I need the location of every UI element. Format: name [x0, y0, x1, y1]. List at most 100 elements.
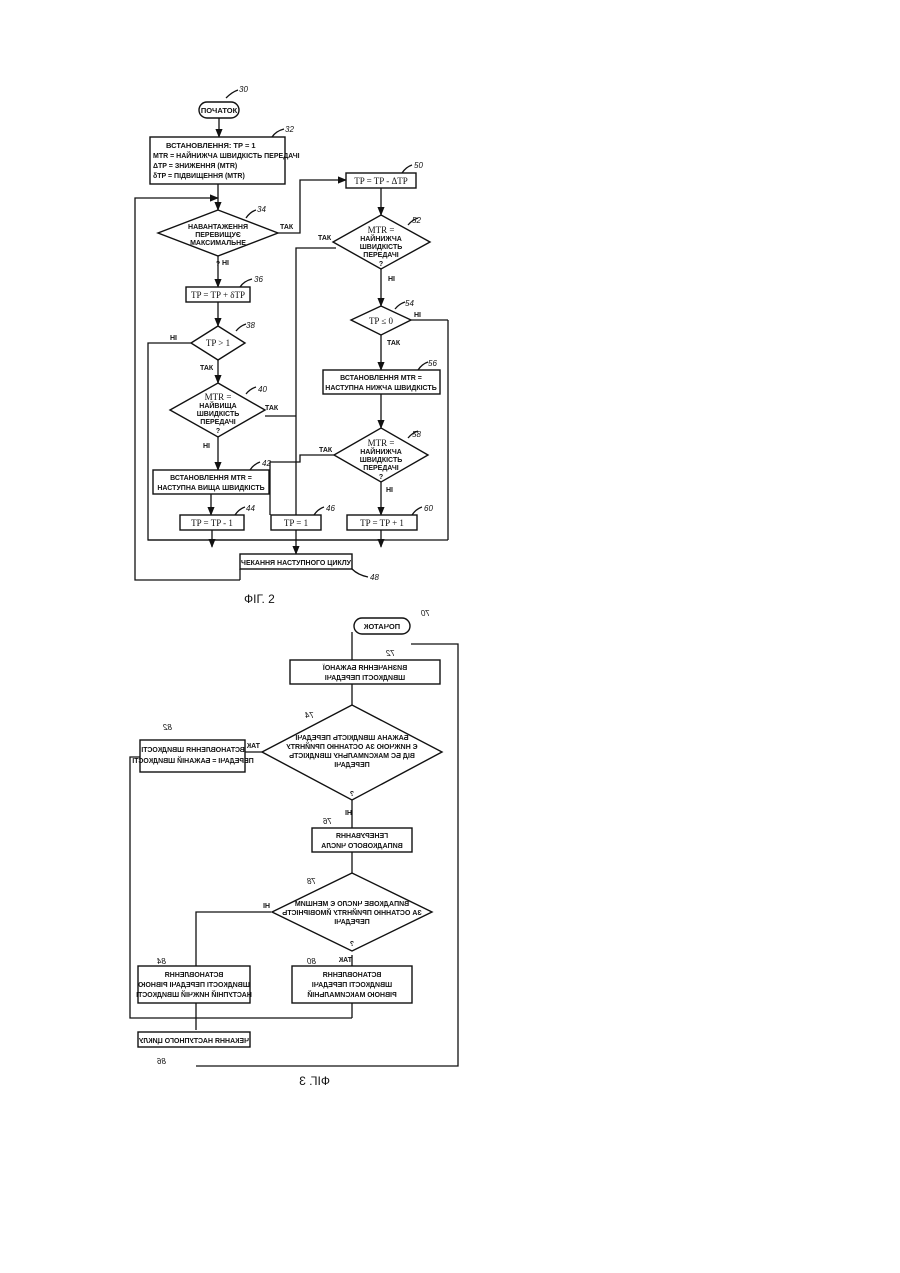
fig2-init-line1: ВСТАНОВЛЕННЯ: TP = 1 [166, 141, 256, 150]
fig2-ismax-ref: 40 [258, 385, 267, 394]
fig2-inc1-ref: 60 [424, 504, 433, 513]
fig2-ismax-line3: ШВИДКІСТЬ [197, 411, 240, 418]
fig3-cmp2-no: НІ [263, 903, 270, 910]
fig3-start-node: ПОЧАТОК 70 [354, 609, 430, 634]
fig2-inc1-label: TP = TP + 1 [360, 518, 404, 528]
fig2-ismax-yes: ТАК [265, 405, 279, 412]
fig2-ismax-q: ? [216, 428, 220, 435]
fig2-ismin2-yes: ТАК [319, 447, 333, 454]
fig3-random-ref: 76 [323, 817, 332, 826]
fig2-ismax-line2: НАЙВИЩА [199, 401, 236, 410]
fig2-ismin2-no: НІ [386, 487, 393, 494]
fig2-tple0-yes: ТАК [387, 340, 401, 347]
fig2-decdelta-label: TP = TP - ΔTP [354, 176, 408, 186]
fig2-start-label: ПОЧАТОК [201, 106, 238, 115]
fig3-setdesired-line1: ВСТАНОВЛЕННЯ ШВИДКОСТІ [141, 747, 245, 754]
fig2-tple0-ref: 54 [405, 299, 414, 308]
fig2-decdelta-box: TP = TP - ΔTP 50 [346, 161, 423, 188]
fig2-ismin2-line1: MTR = [368, 438, 395, 448]
fig2-init-line4: δTP = ПІДВИЩЕННЯ (MTR) [153, 173, 245, 180]
fig3-random-line2: ВИПАДКОВОГО ЧИСЛА [321, 843, 403, 850]
fig3-setnextlower-line1: ВСТАНОВЛЕННЯ [165, 972, 224, 979]
fig2-tpgt1-ref: 38 [246, 321, 255, 330]
fig3-cmp-line2: Є НИЖЧОЮ ЗА ОСТАННЮ ПРИЙНЯТУ [286, 742, 418, 751]
fig2-tple0-label: TP ≤ 0 [369, 316, 394, 326]
figure-3: ПОЧАТОК 70 ВИЗНАЧЕННЯ БАЖАНОЇ ШВИДКОСТІ … [130, 609, 458, 1088]
fig2-load-line1: НАВАНТАЖЕННЯ [188, 224, 248, 231]
fig2-caption: ФІГ. 2 [244, 592, 275, 606]
fig2-ismax-no: НІ [203, 443, 210, 450]
fig3-setmax-line3: РІВНОЮ МАКСИМАЛЬНІЙ [307, 990, 396, 999]
fig2-sethigher-line1: ВСТАНОВЛЕННЯ MTR = [170, 475, 252, 482]
fig3-start-ref: 70 [421, 609, 430, 618]
fig3-setmax-line2: ШВИДКОСТІ ПЕРЕДАЧІ [312, 982, 392, 989]
fig3-setnextlower-ref: 84 [157, 957, 166, 966]
fig2-init-line2: MTR = НАЙНИЖЧА ШВИДКІСТЬ ПЕРЕДАЧІ [153, 151, 300, 160]
fig2-load-yes: ТАК [280, 224, 294, 231]
fig2-tple0-decision: TP ≤ 0 54 [351, 299, 414, 335]
fig3-cmp-line3: ВІД БС МАКСИМАЛЬНУ ШВИДКІСТЬ [289, 753, 415, 760]
fig2-ismin-no: НІ [388, 276, 395, 283]
fig2-tpgt1-decision: TP > 1 38 [191, 321, 255, 360]
fig2-inc-ref: 36 [254, 275, 263, 284]
fig2-ismin2-line3: ШВИДКІСТЬ [360, 457, 403, 464]
fig3-wait-label: ЧЕКАННЯ НАСТУПНОГО ЦИКЛУ [138, 1038, 249, 1045]
fig2-dec1-ref: 44 [246, 504, 255, 513]
fig2-ismin2-line2: НАЙНИЖЧА [360, 447, 402, 456]
fig2-sethigher-line2: НАСТУПНА ВИЩА ШВИДКІСТЬ [157, 485, 264, 492]
fig2-ismin-ref: 52 [412, 216, 421, 225]
fig2-start-ref: 30 [239, 85, 248, 94]
fig3-start-label: ПОЧАТОК [363, 622, 400, 631]
fig2-tpgt1-no: НІ [170, 335, 177, 342]
fig3-setdesired-box: ВСТАНОВЛЕННЯ ШВИДКОСТІ ПЕРЕДАЧІ = БАЖАНІ… [132, 723, 254, 772]
fig3-setmax-ref: 80 [307, 957, 316, 966]
fig2-inc1-box: TP = TP + 1 60 [347, 504, 433, 530]
fig2-ismin-yes: ТАК [318, 235, 332, 242]
fig2-set1-label: TP = 1 [284, 518, 308, 528]
fig2-dec1-label: TP = TP - 1 [191, 518, 233, 528]
fig2-tpgt1-label: TP > 1 [206, 338, 230, 348]
fig2-ismax-line4: ПЕРЕДАЧІ [200, 419, 235, 426]
fig2-ismin-line3: ШВИДКІСТЬ [360, 244, 403, 251]
fig3-cmp2-ref: 78 [307, 877, 316, 886]
fig2-set1-box: TP = 1 46 [271, 504, 335, 530]
fig2-load-line2: ПЕРЕВИЩУЄ [195, 232, 241, 239]
fig3-random-line1: ГЕНЕРУВАННЯ [336, 833, 388, 840]
fig2-inc-box: TP = TP + δTP 36 [186, 275, 263, 302]
fig2-setlower-line2: НАСТУПНА НИЖЧА ШВИДКІСТЬ [325, 385, 436, 392]
fig3-cmp2-line1: ВИПАДКОВЕ ЧИСЛО Є МЕНШИМ [295, 901, 409, 908]
fig3-cmp2-decision: ВИПАДКОВЕ ЧИСЛО Є МЕНШИМ ЗА ОСТАННЮ ПРИЙ… [272, 873, 432, 951]
fig2-ismin-line4: ПЕРЕДАЧІ [363, 252, 398, 259]
fig3-setnextlower-box: ВСТАНОВЛЕННЯ ШВИДКОСТІ ПЕРЕДАЧІ РІВНОЮ Н… [136, 957, 252, 1003]
fig3-setdesired-line2: ПЕРЕДАЧІ = БАЖАНІЙ ШВИДКОСТІ [132, 756, 254, 765]
fig2-ismin2-ref: 58 [412, 430, 421, 439]
fig3-cmp-decision: БАЖАНА ШВИДКІСТЬ ПЕРЕДАЧІ Є НИЖЧОЮ ЗА ОС… [262, 705, 442, 800]
fig3-desired-line2: ШВИДКОСТІ ПЕРЕДАЧІ [325, 675, 405, 682]
fig2-load-line3: МАКСИМАЛЬНЕ [190, 240, 246, 247]
fig3-cmp-yes: ТАК [246, 743, 260, 750]
fig2-tple0-no: НІ [414, 312, 421, 319]
fig3-setdesired-ref: 82 [163, 723, 172, 732]
fig2-init-box: ВСТАНОВЛЕННЯ: TP = 1 MTR = НАЙНИЖЧА ШВИД… [150, 125, 300, 184]
fig2-ismin2-q: ? [379, 474, 383, 481]
fig3-cmp-ref: 74 [305, 711, 314, 720]
fig2-tpgt1-yes: ТАК [200, 365, 214, 372]
fig2-init-line3: ΔTP = ЗНИЖЕННЯ (MTR) [153, 163, 237, 170]
fig2-ismin-decision: MTR = НАЙНИЖЧА ШВИДКІСТЬ ПЕРЕДАЧІ ? 52 [333, 215, 430, 269]
fig2-start-node: ПОЧАТОК 30 [199, 85, 248, 118]
fig3-desired-box: ВИЗНАЧЕННЯ БАЖАНОЇ ШВИДКОСТІ ПЕРЕДАЧІ 72 [290, 649, 440, 684]
fig3-cmp2-line3: ПЕРЕДАЧІ [334, 919, 369, 926]
fig3-caption: ФІГ. 3 [299, 1074, 330, 1088]
fig2-ismax-decision: MTR = НАЙВИЩА ШВИДКІСТЬ ПЕРЕДАЧІ ? 40 [170, 383, 267, 437]
fig2-set1-ref: 46 [326, 504, 335, 513]
fig2-wait-label: ЧЕКАННЯ НАСТУПНОГО ЦИКЛУ [241, 560, 352, 567]
fig3-setnextlower-line2: ШВИДКОСТІ ПЕРЕДАЧІ РІВНОЮ [138, 982, 250, 989]
fig2-ismin-q: ? [379, 261, 383, 268]
fig2-ismax-line1: MTR = [205, 392, 232, 402]
fig2-wait-box: ЧЕКАННЯ НАСТУПНОГО ЦИКЛУ 48 [240, 554, 379, 582]
fig2-setlower-line1: ВСТАНОВЛЕННЯ MTR = [340, 375, 422, 382]
fig2-ismin-line2: НАЙНИЖЧА [360, 234, 402, 243]
fig3-random-box: ГЕНЕРУВАННЯ ВИПАДКОВОГО ЧИСЛА 76 [312, 817, 412, 852]
fig3-wait-box: ЧЕКАННЯ НАСТУПНОГО ЦИКЛУ 86 [138, 1032, 250, 1066]
